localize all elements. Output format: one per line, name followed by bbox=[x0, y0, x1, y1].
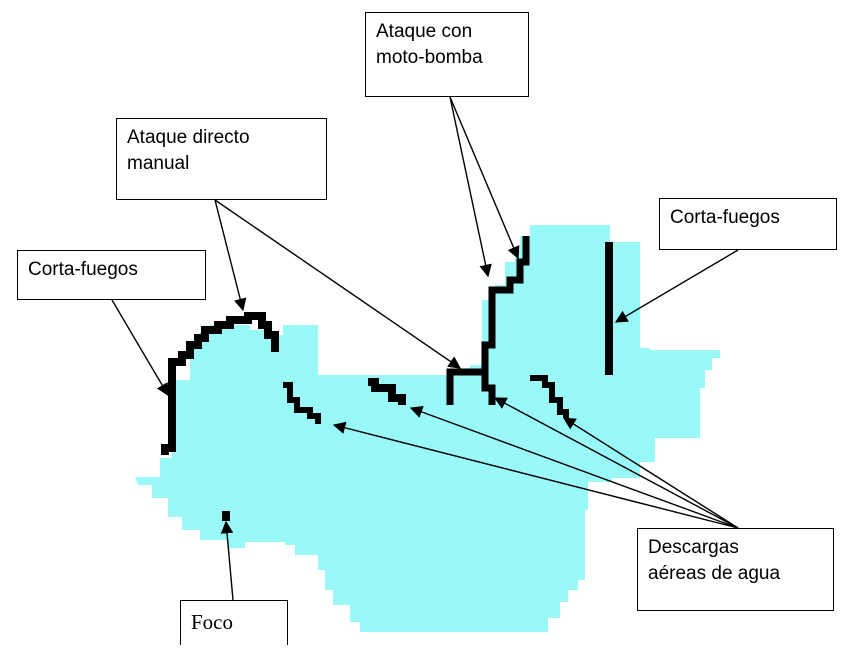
pointer-water-1 bbox=[332, 421, 739, 529]
label-descargas-line2: aéreas de agua bbox=[648, 563, 781, 584]
label-corta-fuegos-right-text: Corta-fuegos bbox=[670, 207, 780, 228]
label-foco: Foco bbox=[180, 600, 288, 645]
pointer-moto-2 bbox=[449, 96, 520, 260]
fire-origin-point bbox=[222, 511, 230, 521]
label-ataque-moto-line2: moto-bomba bbox=[376, 47, 483, 68]
motopump-attack-line bbox=[446, 236, 530, 405]
pointer-lines bbox=[111, 96, 739, 601]
water-drop-line-1 bbox=[283, 382, 321, 424]
firebreak-left bbox=[161, 312, 279, 455]
pointer-foco bbox=[220, 520, 234, 601]
water-drop-line-2 bbox=[368, 378, 406, 405]
label-ataque-manual-line1: Ataque directo bbox=[127, 127, 250, 148]
pointer-water-2 bbox=[409, 405, 739, 529]
water-drop-line-3 bbox=[530, 375, 569, 418]
burned-area-region bbox=[135, 225, 720, 632]
pointer-firebreak-right bbox=[614, 249, 739, 323]
label-ataque-manual: Ataque directo manual bbox=[116, 118, 327, 200]
label-foco-text: Foco bbox=[191, 610, 233, 634]
label-ataque-moto-line1: Ataque con bbox=[376, 21, 473, 42]
pointer-water-4 bbox=[562, 417, 739, 529]
firebreak-right bbox=[605, 242, 613, 375]
label-ataque-manual-line2: manual bbox=[127, 153, 190, 174]
pointer-manual-1 bbox=[214, 199, 247, 312]
label-corta-fuegos-right: Corta-fuegos bbox=[659, 198, 837, 250]
label-descargas-line1: Descargas bbox=[648, 537, 739, 558]
pointer-firebreak-left bbox=[111, 299, 169, 397]
pointer-manual-2 bbox=[214, 199, 462, 369]
label-corta-fuegos-left: Corta-fuegos bbox=[17, 250, 206, 300]
label-corta-fuegos-left-text: Corta-fuegos bbox=[28, 259, 138, 280]
pointer-moto-1 bbox=[449, 96, 492, 278]
label-descargas: Descargas aéreas de agua bbox=[637, 528, 834, 611]
label-ataque-moto-bomba: Ataque con moto-bomba bbox=[365, 12, 529, 97]
pointer-water-3 bbox=[493, 397, 739, 529]
